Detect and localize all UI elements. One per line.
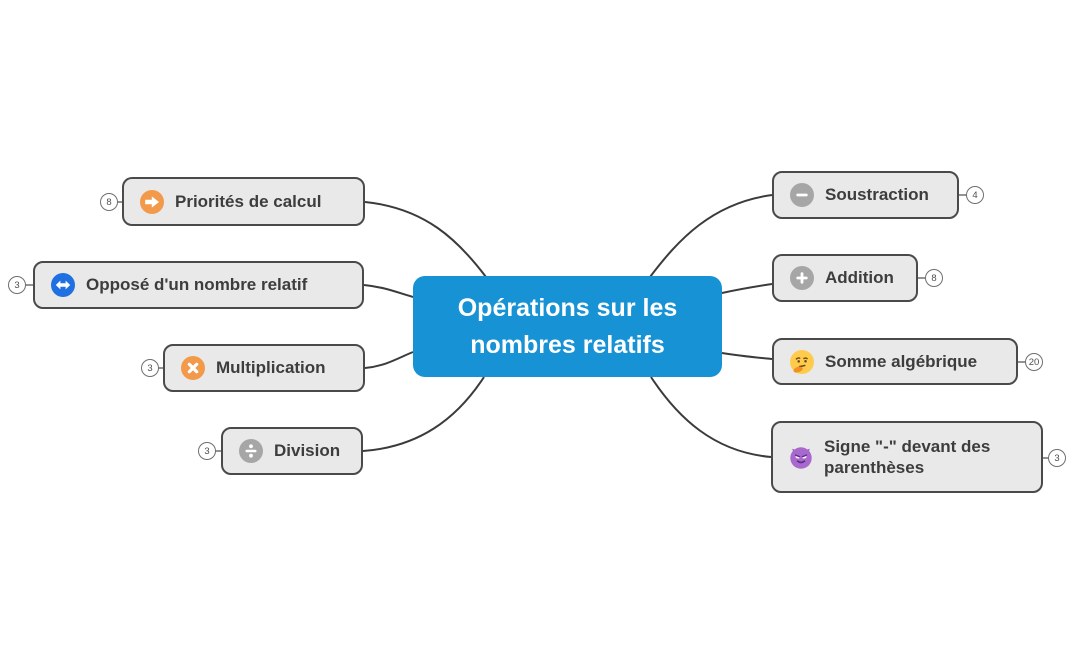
divide-icon [239, 439, 263, 463]
node-label: Division [274, 441, 341, 461]
badge-count[interactable]: 3 [8, 276, 26, 294]
thinking-face-icon [790, 349, 814, 374]
badge-count[interactable]: 20 [1025, 353, 1043, 371]
central-topic-node[interactable]: Opérations sur les nombres relatifs [413, 276, 722, 377]
node-priorites-de-calcul[interactable]: Priorités de calcul [122, 177, 365, 226]
devil-face-icon [790, 447, 812, 469]
node-addition[interactable]: Addition [772, 254, 918, 302]
node-label: Priorités de calcul [175, 191, 322, 211]
node-label: Somme algébrique [825, 351, 978, 371]
node-soustraction[interactable]: Soustraction [772, 171, 959, 219]
node-label: Signe "-" devant des parenthèses [824, 436, 991, 477]
node-label: Addition [825, 268, 894, 288]
multiply-icon [181, 356, 205, 380]
badge-count[interactable]: 8 [925, 269, 943, 287]
central-topic-title-line1: Opérations sur les [457, 293, 678, 322]
node-oppose-dun-nombre-relatif[interactable]: Opposé d'un nombre relatif [33, 261, 364, 309]
badge-count[interactable]: 8 [100, 193, 118, 211]
node-signe-moins-devant-parentheses[interactable]: Signe "-" devant des parenthèses [771, 421, 1043, 493]
badge-count[interactable]: 3 [1048, 449, 1066, 467]
badge-count[interactable]: 3 [141, 359, 159, 377]
arrow-right-icon [140, 189, 164, 214]
central-topic-title-line2: nombres relatifs [470, 330, 665, 359]
node-multiplication[interactable]: Multiplication [163, 344, 365, 392]
node-label: Multiplication [216, 358, 326, 378]
node-label: Soustraction [825, 185, 929, 205]
badge-count[interactable]: 4 [966, 186, 984, 204]
node-label: Opposé d'un nombre relatif [86, 275, 308, 295]
badge-count[interactable]: 3 [198, 442, 216, 460]
node-division[interactable]: Division [221, 427, 363, 475]
plus-icon [790, 266, 814, 290]
node-somme-algebrique[interactable]: Somme algébrique [772, 338, 1018, 385]
arrows-left-right-icon [51, 273, 75, 297]
minus-icon [790, 183, 814, 207]
